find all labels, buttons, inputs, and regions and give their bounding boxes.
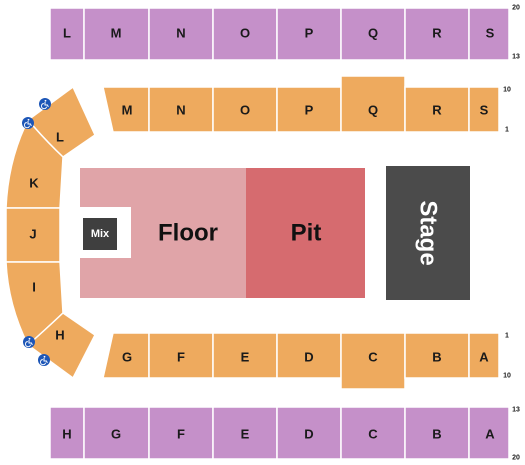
section-upper-bottom-H[interactable] <box>49 406 85 460</box>
section-upper-top-L[interactable] <box>49 7 85 61</box>
section-lower-bottom-D[interactable] <box>276 332 342 379</box>
section-upper-bottom-G[interactable] <box>83 406 150 460</box>
section-lower-bottom-F[interactable] <box>148 332 214 379</box>
section-lower-top-S[interactable] <box>468 86 500 133</box>
mix-label: Mix <box>91 228 110 240</box>
section-upper-bottom-D[interactable] <box>276 406 342 460</box>
section-upper-bottom-B[interactable] <box>404 406 470 460</box>
upper-bottom-level: H G F E D C B A 13 20 <box>49 406 520 462</box>
section-upper-bottom-F[interactable] <box>148 406 214 460</box>
section-lower-bottom-E[interactable] <box>212 332 278 379</box>
pit-area: Pit <box>246 168 365 298</box>
section-upper-top-P[interactable] <box>276 7 342 61</box>
row-number-first: 1 <box>505 333 509 340</box>
row-number-first: 13 <box>512 407 520 414</box>
stage-block <box>386 166 470 300</box>
section-upper-bottom-A[interactable] <box>468 406 510 460</box>
section-lower-top-R[interactable] <box>404 86 470 133</box>
section-upper-bottom-C[interactable] <box>340 406 406 460</box>
section-curve-J[interactable] <box>5 207 61 263</box>
row-number-last: 10 <box>503 373 511 380</box>
wheelchair-icon <box>38 354 50 366</box>
lower-bottom-level: G F E D C B A 1 10 <box>102 332 511 390</box>
section-upper-bottom-E[interactable] <box>212 406 278 460</box>
floor-label: Floor <box>158 220 218 247</box>
row-number-last: 20 <box>512 455 520 462</box>
floor-area: Mix Floor <box>70 168 246 298</box>
pit-section[interactable] <box>246 168 365 298</box>
stage-label: Stage <box>415 200 442 265</box>
upper-top-level: L M N O P Q R S 20 13 <box>49 5 520 61</box>
section-lower-bottom-C[interactable] <box>340 332 406 390</box>
section-upper-top-Q[interactable] <box>340 7 406 61</box>
section-upper-top-R[interactable] <box>404 7 470 61</box>
stage-area: Stage <box>386 166 470 300</box>
section-lower-top-P[interactable] <box>276 86 342 133</box>
section-lower-top-O[interactable] <box>212 86 278 133</box>
section-upper-top-M[interactable] <box>83 7 150 61</box>
section-upper-top-S[interactable] <box>468 7 510 61</box>
section-lower-top-N[interactable] <box>148 86 214 133</box>
row-number-first: 20 <box>512 5 520 12</box>
section-lower-top-Q[interactable] <box>340 75 406 133</box>
section-upper-top-O[interactable] <box>212 7 278 61</box>
section-lower-top-M[interactable] <box>102 86 150 133</box>
lower-top-level: M N O P Q R S 10 1 <box>102 75 511 134</box>
section-upper-top-N[interactable] <box>148 7 214 61</box>
section-lower-bottom-A[interactable] <box>468 332 500 379</box>
curved-end-sections: L K J I H <box>5 85 96 380</box>
wheelchair-icon <box>23 336 35 348</box>
pit-label: Pit <box>291 220 322 247</box>
section-lower-bottom-G[interactable] <box>102 332 150 379</box>
section-lower-bottom-B[interactable] <box>404 332 470 379</box>
accessible-seating <box>22 98 51 366</box>
mix-position <box>83 218 117 250</box>
row-number-first: 10 <box>503 87 511 94</box>
wheelchair-icon <box>39 98 51 110</box>
row-number-last: 1 <box>505 127 509 134</box>
wheelchair-icon <box>22 117 34 129</box>
row-number-last: 13 <box>512 54 520 61</box>
